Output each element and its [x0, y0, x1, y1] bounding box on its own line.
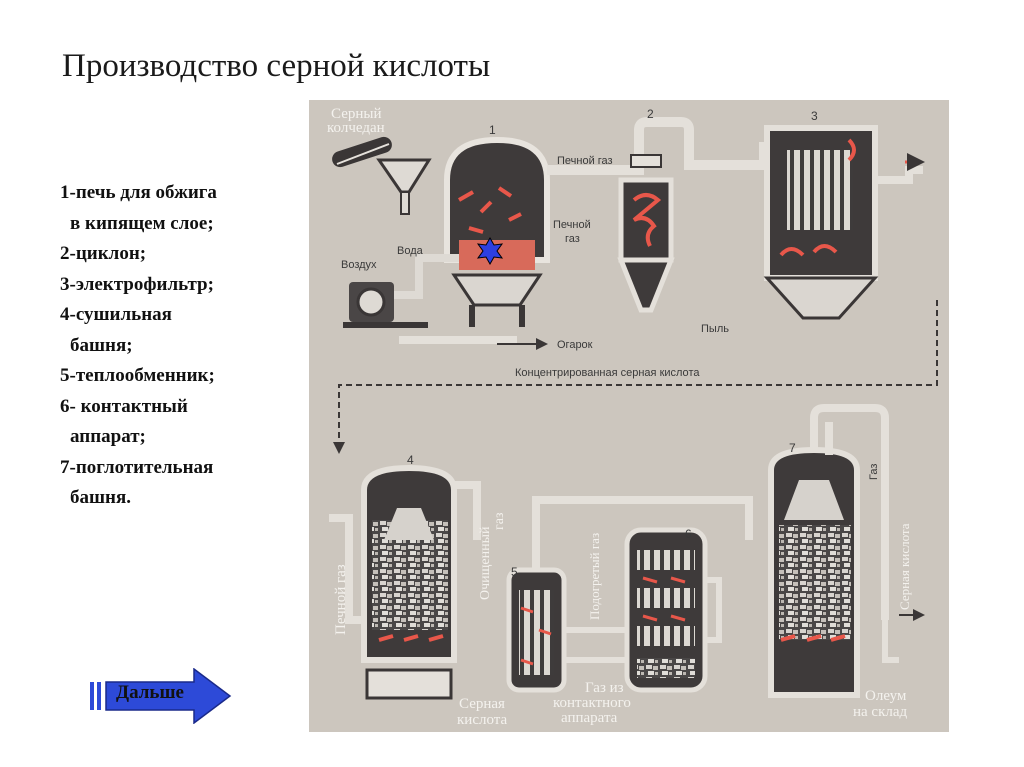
legend-line: 4-сушильная — [60, 304, 172, 325]
label-sulfuric-acid-vertical: Серная кислота — [897, 523, 912, 610]
pyrite-conveyor — [332, 136, 432, 215]
label-furnace-gas-mid-2: газ — [565, 233, 580, 245]
label-sulfuric-acid-2: кислота — [457, 712, 507, 728]
air-blower — [343, 254, 459, 328]
label-air: Воздух — [341, 259, 377, 271]
label-gas-from-1: Газ из — [585, 680, 624, 696]
label-pyrite-2: колчедан — [327, 120, 385, 136]
label-sulfuric-acid-1: Серная — [459, 696, 505, 712]
process-diagram: 1 2 3 4 5 6 7 Серный колчедан Воздух Вод… — [309, 100, 949, 732]
unit-number-5: 5 — [511, 565, 518, 579]
label-conc-acid: Концентрированная серная кислота — [515, 367, 700, 379]
label-furnace-gas-mid-1: Печной — [553, 219, 591, 231]
legend-line: башня; — [70, 334, 133, 356]
furnace-1 — [444, 136, 550, 327]
unit-number-2: 2 — [647, 107, 654, 121]
unit-number-6: 6 — [685, 527, 692, 541]
unit-number-4: 4 — [407, 453, 414, 467]
legend-list: 1-печь для обжига в кипящем слое; 2-циклон… — [60, 178, 217, 514]
next-arrow-icon — [105, 668, 232, 724]
drying-tower-4 — [329, 464, 481, 700]
legend-line: 6- контактный — [60, 395, 188, 417]
process-diagram-svg: 1 2 3 4 5 6 7 Серный колчедан Воздух Вод… — [327, 106, 938, 728]
contact-apparatus-6 — [564, 527, 722, 693]
label-heated-gas: Подогретый газ — [587, 533, 602, 620]
next-button-bar-icon — [97, 682, 101, 710]
unit-number-7: 7 — [789, 441, 796, 455]
unit-number-1: 1 — [489, 123, 496, 137]
cyclone-2 — [617, 154, 675, 313]
electrofilter-3 — [763, 125, 925, 320]
unit-number-3: 3 — [811, 109, 818, 123]
legend-line: 5-теплообменник; — [60, 365, 215, 386]
label-gas-right: Газ — [868, 464, 880, 480]
label-cinder: Огарок — [557, 339, 593, 351]
label-oleum-2: на склад — [853, 704, 908, 720]
legend-line: 3-электрофильтр; — [60, 273, 214, 295]
legend-line: в кипящем слое; — [70, 212, 214, 234]
label-pyrite-1: Серный — [331, 106, 381, 122]
label-furnace-gas-top: Печной газ — [557, 155, 613, 167]
next-button[interactable] — [90, 668, 232, 724]
label-cleaned-gas-1: Очищенный — [478, 526, 493, 600]
legend-line: 2-циклон; — [60, 243, 147, 264]
label-oleum-1: Олеум — [865, 688, 907, 704]
next-button-bar-icon — [90, 682, 94, 710]
absorption-tower-7 — [768, 404, 925, 698]
label-gas-from-2: контактного — [553, 695, 631, 711]
label-furnace-gas-vertical: Печной газ — [333, 564, 349, 635]
legend-line: аппарат; — [70, 426, 146, 447]
legend-line: башня. — [70, 487, 132, 508]
label-dust: Пыль — [701, 323, 729, 335]
label-gas-from-3: аппарата — [561, 710, 618, 726]
label-cleaned-gas-2: газ — [492, 512, 507, 530]
star-marker-icon — [476, 236, 504, 266]
legend-line: 7-поглотительная — [60, 456, 214, 478]
legend-line: 1-печь для обжига — [60, 182, 217, 203]
page-title: Производство серной кислоты — [62, 48, 491, 84]
label-water: Вода — [397, 245, 424, 257]
